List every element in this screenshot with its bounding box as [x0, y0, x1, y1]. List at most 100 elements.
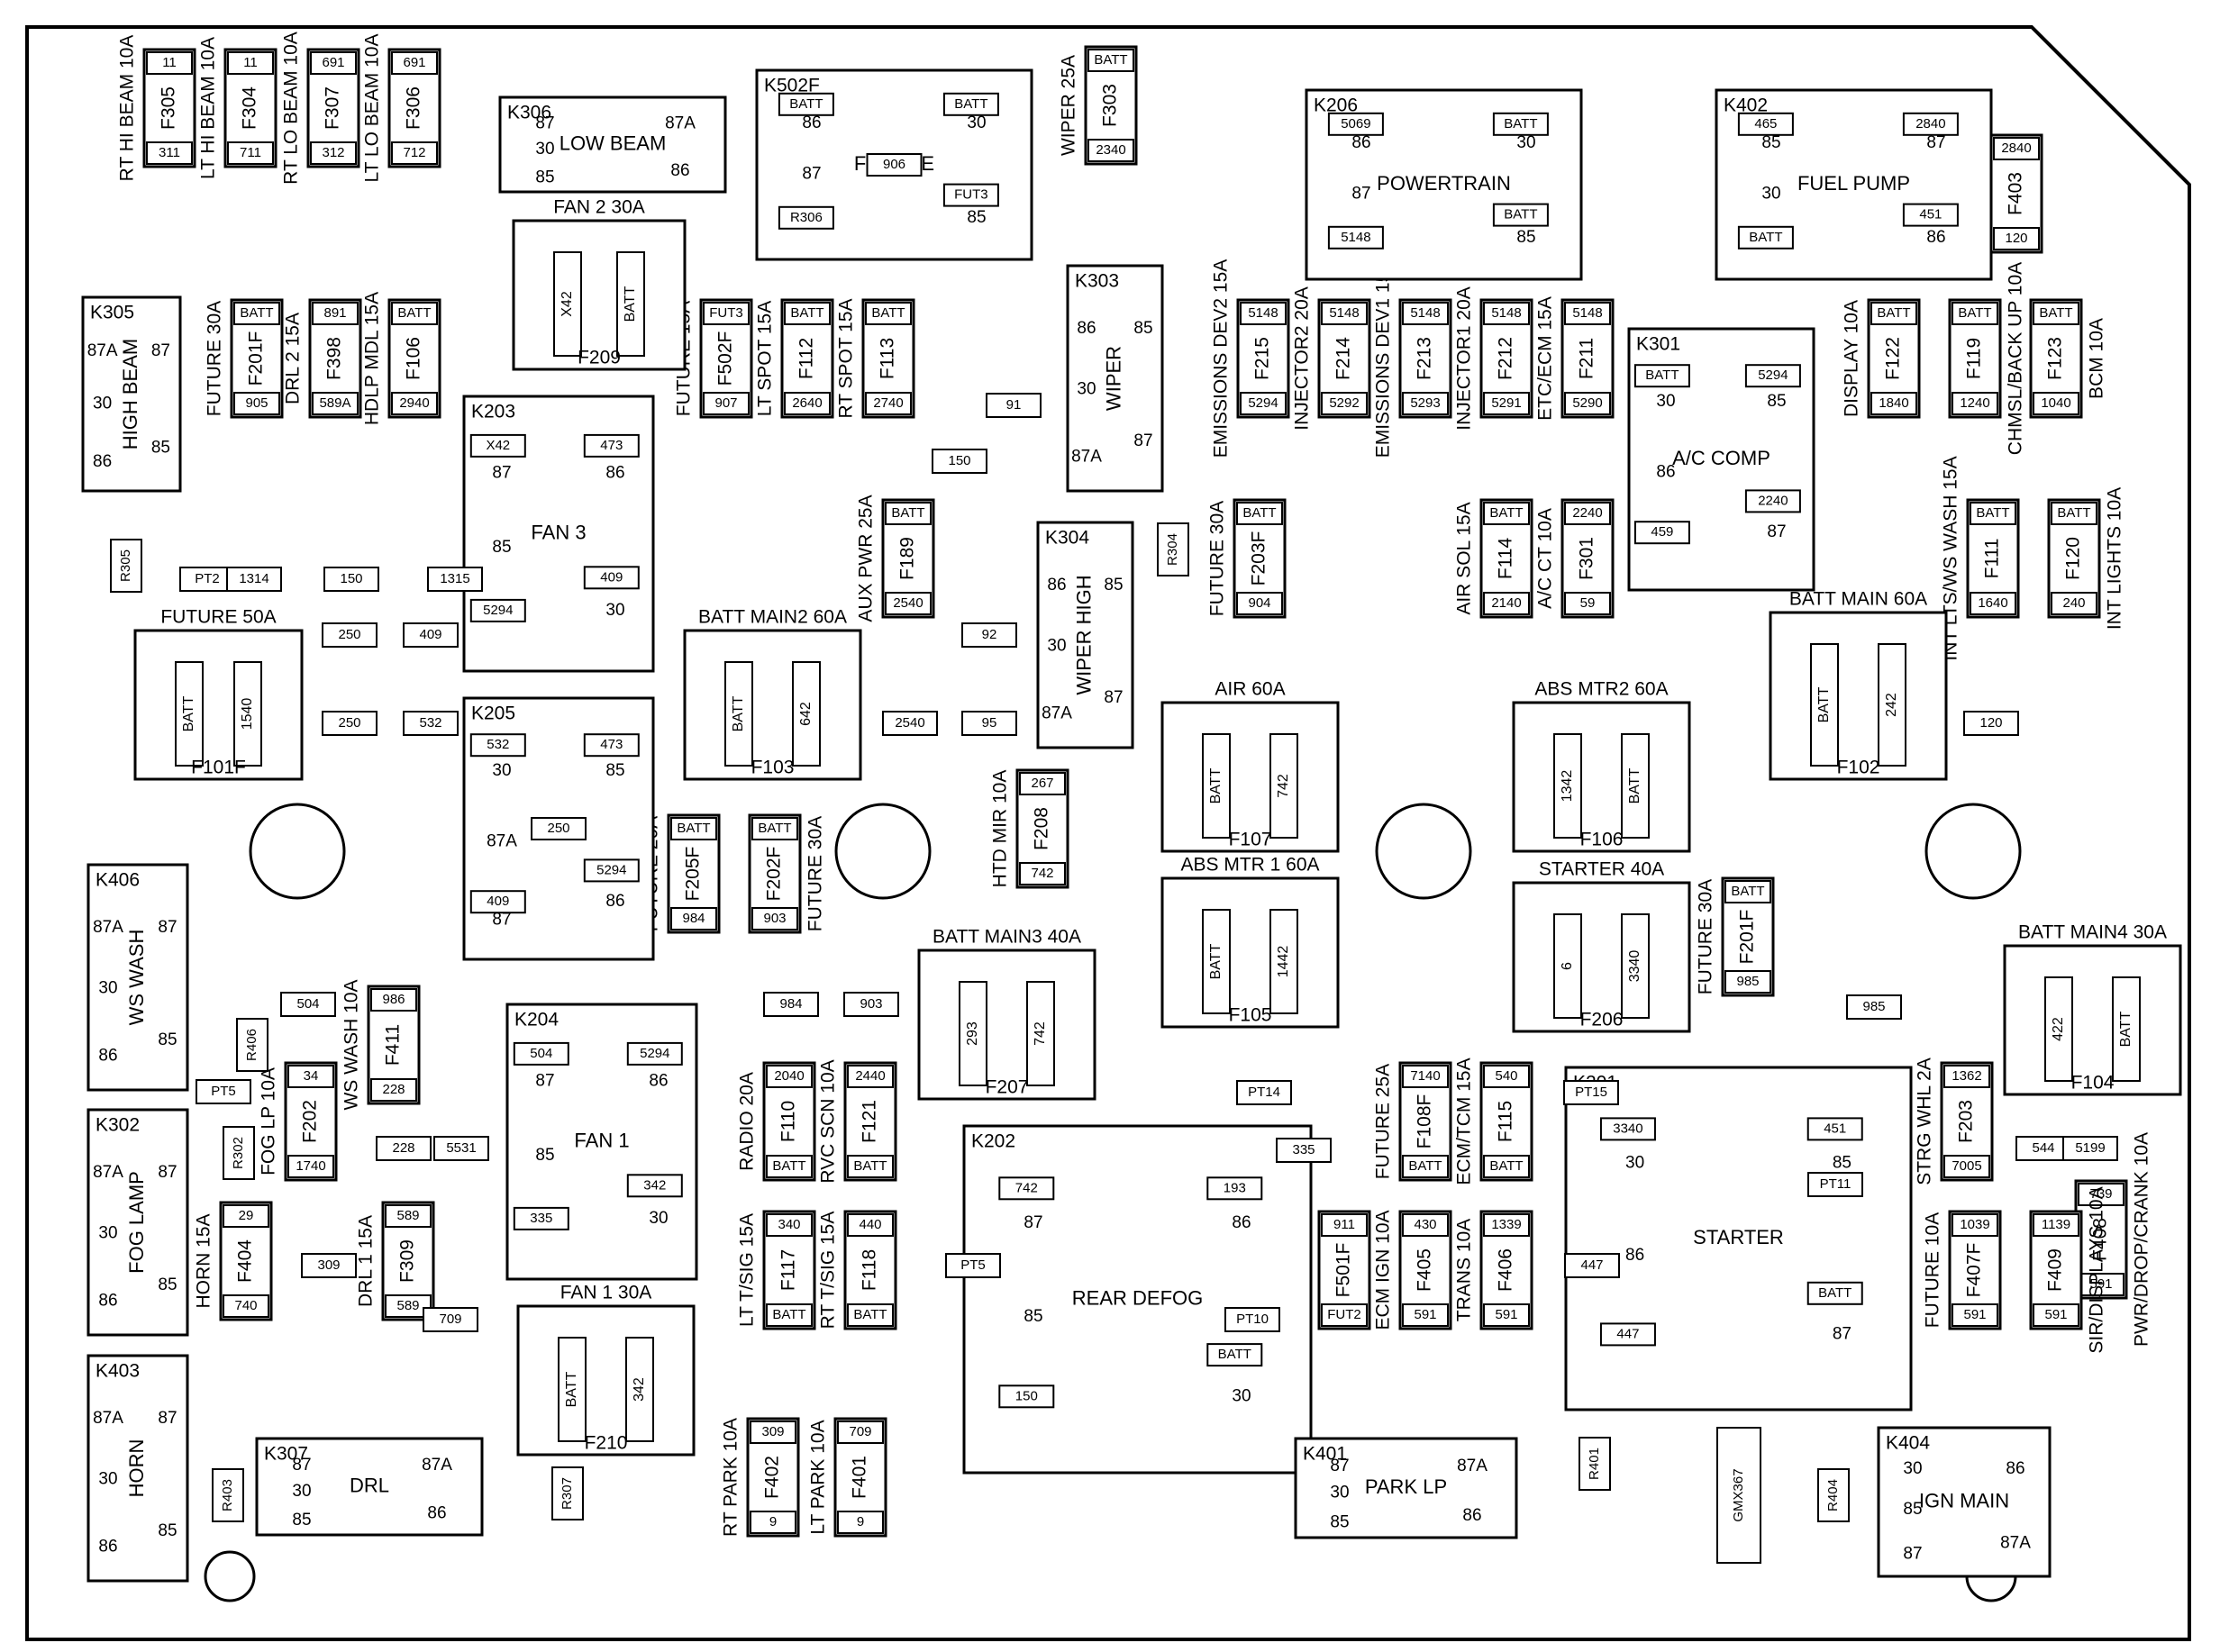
terminal-label: 984	[779, 996, 802, 1012]
fuse-id: F307	[323, 86, 343, 130]
fuse-label: WIPER 25A	[1059, 55, 1079, 156]
fuse-id: F407F	[1964, 1243, 1985, 1298]
relay-id: K403	[96, 1361, 140, 1382]
maxi-fuse-body	[512, 219, 687, 371]
terminal-label: 903	[860, 996, 882, 1012]
relay-name: WIPER	[1102, 346, 1124, 411]
maxi-fuse-blade	[1202, 909, 1231, 1014]
fuse-terminal	[1870, 392, 1917, 415]
fuse-label: RT HI BEAM 10A	[117, 35, 138, 182]
terminal-label: 709	[439, 1312, 461, 1327]
fuse-top-terminal: BATT	[758, 821, 791, 836]
fuse-bottom-terminal: 2740	[873, 395, 903, 411]
relay-terminal-label: BATT	[789, 96, 823, 112]
fuse-bottom-terminal: 311	[159, 145, 180, 160]
relay-terminal-label: FUT3	[954, 187, 988, 203]
relay-pin: 86	[1656, 463, 1675, 482]
relay-terminal	[1599, 1322, 1656, 1347]
relay-terminal	[1806, 1281, 1863, 1305]
maxi-fuse-terminal: BATT	[1816, 686, 1832, 722]
relay-terminal-label: 342	[643, 1177, 666, 1193]
relay-pin: 86	[605, 892, 624, 911]
relay-pin: 30	[1047, 637, 1066, 656]
fuse-terminal	[784, 302, 831, 325]
relay-pin: 85	[158, 1275, 177, 1294]
fuse-bottom-terminal: 589	[396, 1298, 419, 1313]
relay-pin: 86	[98, 1538, 117, 1557]
relay-terminal-label: 473	[600, 438, 623, 453]
fuse-terminal	[2051, 592, 2097, 615]
fuse-top-terminal: BATT	[1489, 505, 1523, 521]
maxi-fuse-id: F105	[1229, 1005, 1272, 1026]
maxi-fuse-terminal: BATT	[1208, 943, 1224, 979]
relay-terminal	[1206, 1176, 1263, 1201]
terminal: R403	[212, 1468, 244, 1522]
fuse-terminal	[865, 392, 912, 415]
terminal: PT15	[1563, 1080, 1619, 1105]
fuse-top-terminal: BATT	[397, 305, 431, 321]
relay-terminal	[998, 1384, 1055, 1409]
relay-pin: 85	[535, 168, 554, 186]
fuse-terminal	[1240, 302, 1287, 325]
fuse-bottom-terminal: 5290	[1572, 395, 1602, 411]
maxi-fuse-blade	[1878, 643, 1906, 767]
terminal-body	[1157, 522, 1189, 576]
fuse-bottom-terminal: 907	[714, 395, 737, 411]
relay-terminal	[469, 433, 526, 458]
relay-pin: 87A	[93, 918, 123, 937]
terminal: 250	[322, 622, 378, 648]
relay-pin: 86	[1351, 133, 1370, 152]
fuse-id: F402	[762, 1456, 783, 1499]
terminal-label: 504	[296, 996, 319, 1012]
relay-pin: 85	[158, 1030, 177, 1049]
terminal-label: R305	[118, 549, 133, 582]
fuse-top-terminal: 709	[849, 1424, 871, 1439]
relay-terminal	[942, 183, 999, 207]
fuse-top-terminal: 11	[243, 55, 258, 70]
fuse-id: F201F	[1737, 910, 1758, 965]
relay-pin: 30	[1077, 380, 1096, 399]
relay-pin: 86	[1047, 576, 1066, 595]
relay-pin: 30	[535, 140, 554, 159]
terminal-body	[433, 1136, 489, 1161]
relay-terminal	[626, 1041, 683, 1066]
relay-terminal-label: 5069	[1341, 116, 1370, 132]
relay-pin: 87A	[665, 113, 696, 132]
relay-name: HORN	[125, 1439, 148, 1498]
fuse-label: LT HI BEAM 10A	[198, 37, 219, 179]
terminal: 91	[986, 393, 1042, 418]
relay-terminal-label: 447	[1616, 1326, 1639, 1341]
maxi-fuse-blade	[1553, 733, 1582, 839]
fuse-id: F205F	[683, 847, 704, 902]
fuse-id: F404	[235, 1239, 256, 1283]
fuse-terminal	[1321, 1213, 1368, 1237]
terminal: 447	[1564, 1253, 1620, 1278]
relay-terminal	[1492, 112, 1549, 136]
fuse-terminal	[1952, 302, 1998, 325]
fuse-terminal	[1952, 392, 1998, 415]
relay-terminal-label: BATT	[1645, 368, 1679, 383]
relay-pin: 86	[802, 113, 821, 132]
maxi-fuse-terminal: X42	[560, 291, 575, 317]
terminal-body	[280, 992, 336, 1017]
fuse-id: F411	[383, 1024, 404, 1066]
terminal-label: 309	[317, 1257, 340, 1273]
relay-terminal	[1327, 225, 1384, 250]
relay-terminal	[998, 1176, 1055, 1201]
fuse-bottom-terminal: BATT	[1489, 1158, 1523, 1174]
maxi-fuse-terminal: 293	[965, 1021, 980, 1046]
fuse-terminal	[847, 1213, 894, 1237]
fuse-label: FUTURE 30A	[1696, 879, 1716, 994]
terminal-body	[301, 1253, 357, 1278]
relay-pin: 87A	[487, 832, 517, 851]
